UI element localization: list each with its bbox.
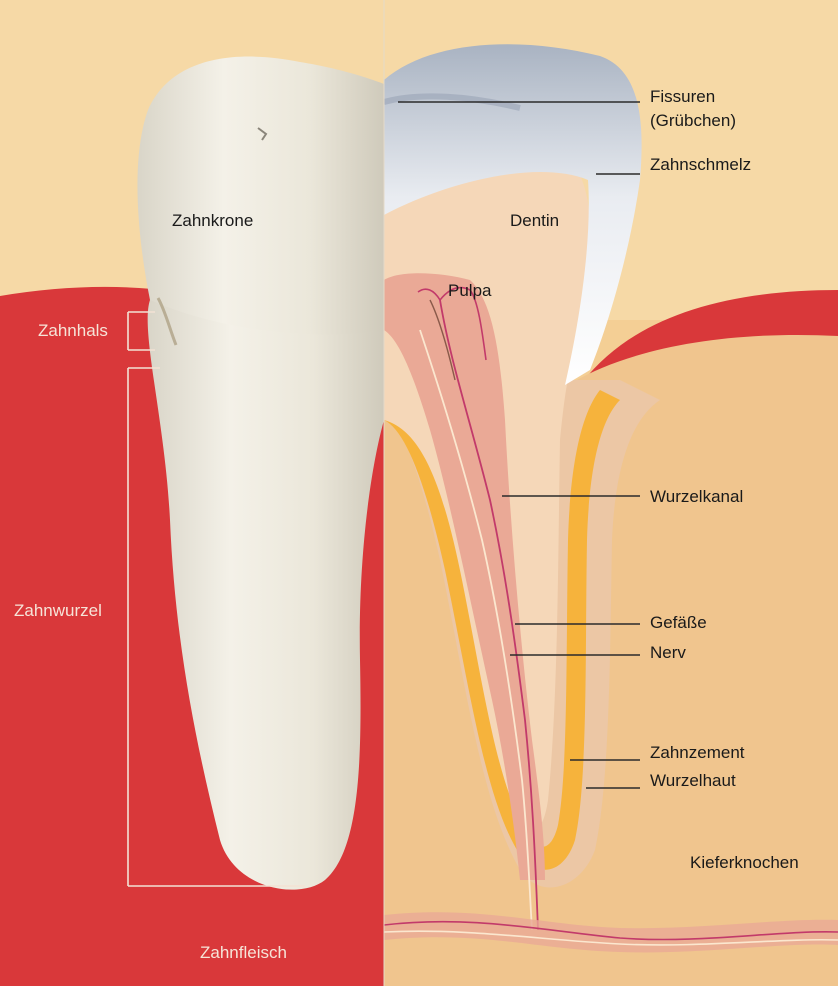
label-zahnschmelz: Zahnschmelz bbox=[650, 155, 751, 174]
label-wurzelhaut: Wurzelhaut bbox=[650, 771, 736, 790]
label-kieferknochen: Kieferknochen bbox=[690, 853, 799, 872]
label-zahnfleisch: Zahnfleisch bbox=[200, 943, 287, 962]
tooth-photo-crown bbox=[137, 57, 384, 335]
label-zahnzement: Zahnzement bbox=[650, 743, 745, 762]
label-dentin: Dentin bbox=[510, 211, 559, 230]
label-zahnkrone: Zahnkrone bbox=[172, 211, 253, 230]
label-gefaesse: Gefäße bbox=[650, 613, 707, 632]
label-nerv: Nerv bbox=[650, 643, 686, 662]
label-zahnhals: Zahnhals bbox=[38, 321, 108, 340]
label-fissuren: Fissuren bbox=[650, 87, 715, 106]
label-gruebchen: (Grübchen) bbox=[650, 111, 736, 130]
label-pulpa: Pulpa bbox=[448, 281, 492, 300]
label-wurzelkanal: Wurzelkanal bbox=[650, 487, 743, 506]
label-zahnwurzel: Zahnwurzel bbox=[14, 601, 102, 620]
